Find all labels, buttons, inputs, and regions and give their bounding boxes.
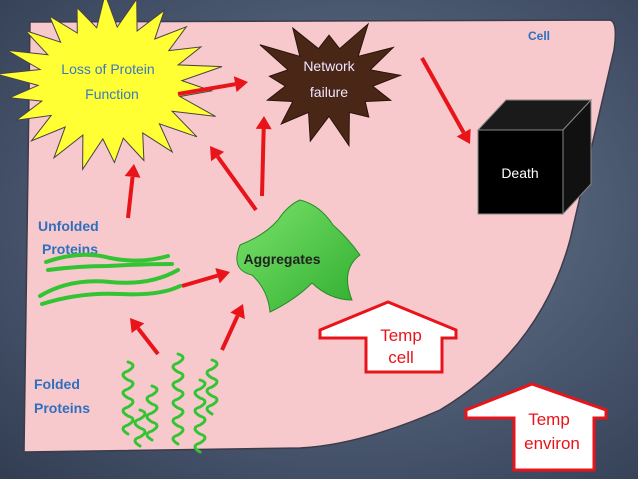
temp-environ-label-line1: Temp — [528, 410, 570, 429]
arrow-loss-to-network — [177, 76, 248, 96]
temp-cell-label-line2: cell — [388, 348, 414, 367]
cell-label: Cell — [528, 29, 550, 43]
arrow-aggregates-to-loss — [210, 146, 258, 212]
arrow-folded-to-aggregates — [220, 304, 245, 351]
loss-of-function-label-line1: Loss of Protein — [61, 61, 154, 77]
temp-environ-arrow — [464, 382, 608, 472]
folded-proteins-label-line1: Folded — [34, 376, 80, 392]
network-failure-label-line1: Network — [303, 58, 355, 74]
aggregates-label: Aggregates — [243, 251, 320, 267]
folded-protein-helices — [121, 352, 219, 454]
arrow-folded-to-unfolded — [130, 318, 160, 356]
death-label: Death — [501, 165, 538, 181]
helix-3 — [171, 352, 185, 446]
loss-of-function-starburst — [0, 0, 223, 171]
temp-cell-label-line1: Temp — [380, 326, 422, 345]
helix-2 — [145, 384, 159, 442]
aggregates-blob — [236, 199, 361, 313]
network-failure-label-line2: failure — [310, 84, 348, 100]
helix-6 — [133, 408, 147, 448]
folded-proteins-label-line2: Proteins — [34, 400, 90, 416]
pathway-arrows — [124, 57, 471, 356]
network-failure-starburst — [259, 22, 403, 148]
arrow-unfolded-to-loss — [124, 164, 141, 219]
arrow-aggregates-to-network — [255, 116, 272, 197]
helix-1 — [121, 360, 135, 436]
arrow-unfolded-to-aggregates — [181, 267, 230, 288]
unfolded-protein-strands — [38, 252, 182, 306]
temp-environ-label-line2: environ — [524, 434, 580, 453]
unfolded-proteins-label-line1: Unfolded — [38, 218, 99, 234]
loss-of-function-label-line2: Function — [85, 86, 139, 102]
helix-4 — [193, 378, 207, 454]
helix-5 — [205, 358, 219, 416]
arrow-network-to-death — [420, 57, 471, 144]
death-box — [476, 98, 593, 216]
temp-cell-arrow — [318, 300, 458, 374]
